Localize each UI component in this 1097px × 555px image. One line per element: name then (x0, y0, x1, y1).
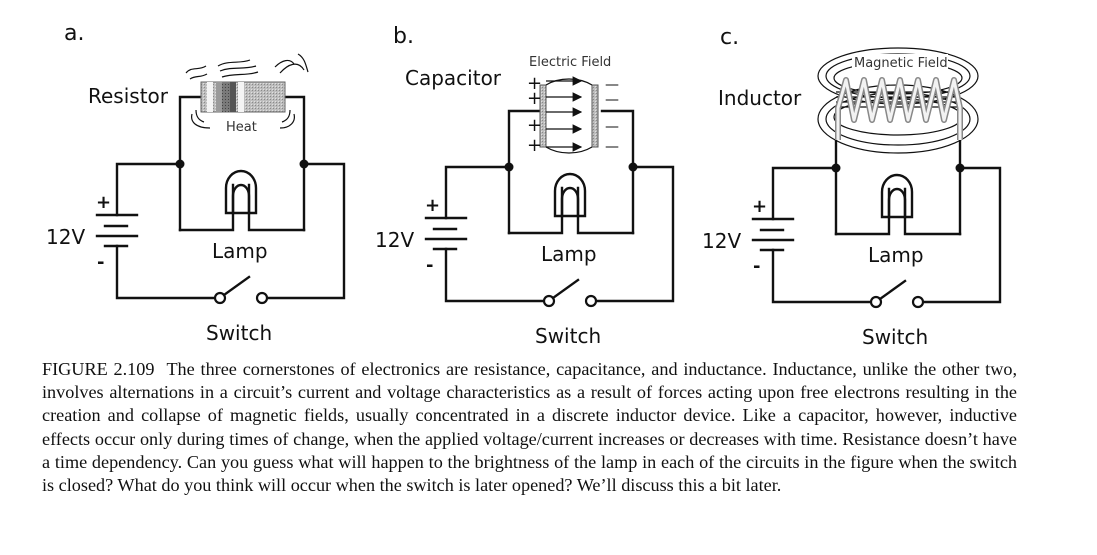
electric-field-label: Electric Field (529, 55, 611, 70)
battery-plus-sign: + (96, 192, 111, 213)
lamp-label: Lamp (212, 239, 268, 263)
inductor-label: Inductor (718, 86, 802, 110)
plate-plus-signs: + + + + (527, 73, 542, 156)
panel-letter: c. (720, 25, 739, 50)
minus-sign: — (605, 77, 619, 93)
battery-minus-sign: - (753, 256, 760, 277)
heat-waves-icon (185, 53, 309, 129)
battery-plus-sign: + (752, 196, 767, 217)
battery-voltage-label: 12V (375, 228, 414, 252)
switch-label: Switch (862, 325, 928, 349)
lamp-label: Lamp (868, 243, 924, 267)
caption-text: The three cornerstones of electronics ar… (42, 359, 1017, 496)
minus-sign: — (605, 119, 619, 135)
plus-sign: + (527, 88, 542, 109)
battery-plus-sign: + (425, 195, 440, 216)
panel-a: a. 12V + - Lamp Switch (46, 21, 346, 345)
inductor-coil (835, 77, 963, 140)
minus-sign: — (605, 139, 619, 155)
figure-number: FIGURE 2.109 (42, 359, 155, 379)
circuit-wiring (95, 158, 346, 305)
battery-minus-sign: - (426, 255, 433, 276)
panel-letter: a. (64, 21, 84, 46)
panel-c: c. 12V + - Lamp Switch Magnetic Field In… (702, 25, 1002, 349)
battery-minus-sign: - (97, 252, 104, 273)
plus-sign: + (527, 115, 542, 136)
battery-voltage-label: 12V (46, 225, 85, 249)
resistor-label: Resistor (88, 84, 169, 108)
minus-sign: — (605, 92, 619, 108)
panel-letter: b. (393, 24, 414, 49)
plus-sign: + (527, 73, 542, 94)
switch-label: Switch (535, 324, 601, 348)
plate-minus-signs: — — — — (605, 77, 619, 155)
resistor (200, 81, 286, 113)
capacitor-label: Capacitor (405, 66, 502, 90)
switch-label: Switch (206, 321, 272, 345)
battery-voltage-label: 12V (702, 229, 741, 253)
heat-label: Heat (226, 120, 257, 135)
panel-b: b. 12V + - Lamp Switch + + + + (375, 24, 675, 348)
magnetic-field-label: Magnetic Field (854, 56, 948, 71)
circuit-wiring (751, 162, 1002, 309)
field-label-backdrop (852, 54, 948, 70)
lamp-label: Lamp (541, 242, 597, 266)
electric-field-arrows-icon (546, 76, 583, 152)
capacitor (539, 78, 599, 154)
plus-sign: + (527, 135, 542, 156)
circuit-wiring (424, 161, 675, 308)
